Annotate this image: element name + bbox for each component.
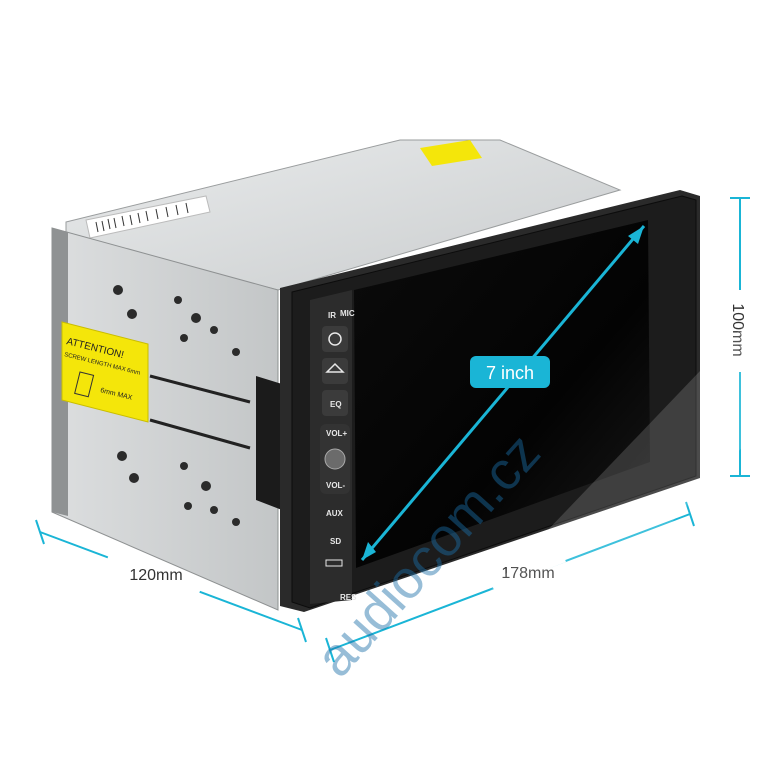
vol-minus-label: VOL-	[326, 481, 345, 490]
panel-buttons: IR MIC EQ VOL+ VOL- AUX SD RES	[320, 309, 357, 602]
power-icon	[328, 332, 342, 346]
screen-size-badge	[470, 356, 550, 388]
mic-label: MIC	[340, 309, 355, 318]
home-button[interactable]	[322, 358, 348, 384]
attention-sticker: ATTENTION! SCREW LENGTH MAX 6mm 6mm MAX	[61, 321, 149, 423]
volume-knob[interactable]	[324, 448, 346, 470]
sd-label: SD	[330, 537, 341, 546]
width-label: 178mm	[501, 565, 554, 582]
depth-dimension: 120mm	[35, 519, 307, 643]
aux-label: AUX	[326, 509, 344, 518]
width-dimension: 178mm	[325, 501, 695, 663]
vol-plus-label: VOL+	[326, 429, 347, 438]
home-icon	[325, 362, 345, 373]
height-label: 100mm	[729, 303, 746, 356]
top-sticker	[420, 140, 482, 166]
power-button[interactable]	[322, 326, 348, 352]
usb-icon	[325, 559, 343, 567]
eq-label: EQ	[330, 400, 342, 409]
depth-label: 120mm	[129, 567, 182, 584]
screen-size-label: 7 inch	[486, 363, 534, 383]
eq-button[interactable]	[322, 390, 348, 416]
height-dimension: 100mm	[728, 197, 752, 477]
chassis-side	[51, 227, 279, 611]
ir-label: IR	[328, 311, 336, 320]
diagonal-dimension: 7 inch	[360, 225, 646, 561]
side-bracket	[256, 376, 282, 510]
chassis-edge	[52, 228, 68, 516]
mounting-holes	[113, 285, 240, 526]
barcode-label	[85, 195, 211, 239]
side-slots	[149, 374, 251, 450]
res-label: RES	[340, 593, 357, 602]
